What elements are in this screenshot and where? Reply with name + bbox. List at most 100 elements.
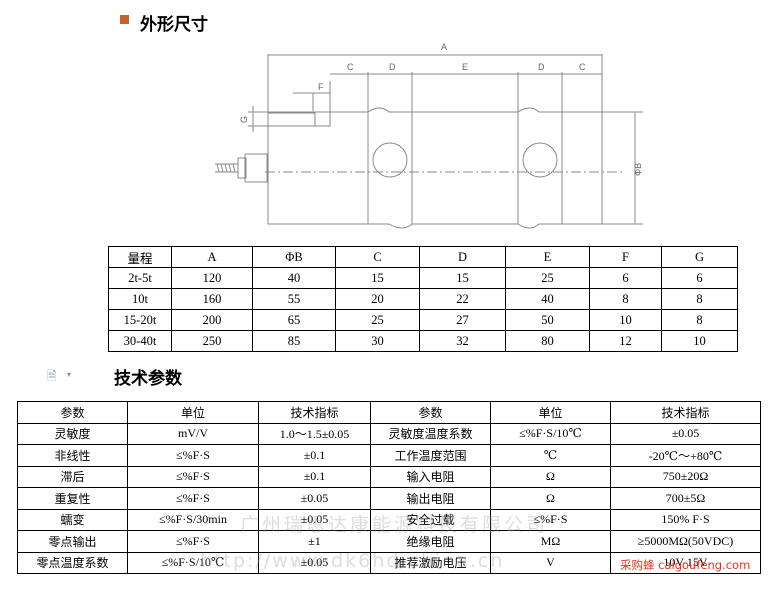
table-cell: 6 xyxy=(589,267,662,289)
table-cell: ±1 xyxy=(258,530,371,553)
dim-label-C-right: C xyxy=(579,62,586,72)
table-cell: 30-40t xyxy=(108,330,172,352)
table-header-cell: E xyxy=(505,246,590,268)
table-cell: ≤%F·S xyxy=(127,444,259,467)
watermark-brand: 采购蜂 caigoufeng.com xyxy=(620,558,751,572)
section-title-specs: 技术参数 xyxy=(114,369,182,389)
table-cell: mV/V xyxy=(127,422,259,445)
table-header-cell: 单位 xyxy=(127,401,259,424)
table-cell: ≤%F·S xyxy=(127,465,259,488)
table-cell: Ω xyxy=(490,487,611,510)
table-header-cell: 技术指标 xyxy=(610,401,761,424)
table-header-cell: 参数 xyxy=(17,401,128,424)
dim-label-D-right: D xyxy=(538,62,545,72)
table-cell: ±0.1 xyxy=(258,465,371,488)
table-cell: 滞后 xyxy=(17,465,128,488)
table-cell: 推荐激励电压 xyxy=(370,551,491,574)
chevron-down-icon[interactable]: ▾ xyxy=(67,370,72,379)
table-header-cell: D xyxy=(419,246,506,268)
table-row: 非线性 ≤%F·S ±0.1 工作温度范围 ℃ -20℃～+80℃ xyxy=(17,444,761,467)
table-header-cell: C xyxy=(335,246,420,268)
table-header-cell: A xyxy=(171,246,253,268)
table-cell: 15 xyxy=(335,267,420,289)
table-cell: 27 xyxy=(419,309,506,331)
table-cell: ≥5000MΩ(50VDC) xyxy=(610,530,761,553)
dim-label-F: F xyxy=(318,82,324,92)
table-cell: 10 xyxy=(589,309,662,331)
specs-table: 参数 单位 技术指标 参数 单位 技术指标 灵敏度 mV/V 1.0～1.5±0… xyxy=(17,401,761,574)
table-cell: MΩ xyxy=(490,530,611,553)
load-cell-drawing: A C D E D C F G ΦB xyxy=(215,42,643,229)
table-cell: 8 xyxy=(661,309,738,331)
table-cell: ℃ xyxy=(490,444,611,467)
table-cell: 750±20Ω xyxy=(610,465,761,488)
table-cell: 6 xyxy=(661,267,738,289)
table-cell: 85 xyxy=(252,330,336,352)
dim-label-C-left: C xyxy=(347,62,354,72)
table-cell: 30 xyxy=(335,330,420,352)
table-cell: 25 xyxy=(505,267,590,289)
table-cell: 1.0～1.5±0.05 xyxy=(258,422,371,445)
table-cell: 40 xyxy=(252,267,336,289)
table-cell: 蠕变 xyxy=(17,508,128,531)
table-cell: ±0.05 xyxy=(258,551,371,574)
table-row: 重复性 ≤%F·S ±0.05 输出电阻 Ω 700±5Ω xyxy=(17,487,761,510)
table-row: 零点输出 ≤%F·S ±1 绝缘电阻 MΩ ≥5000MΩ(50VDC) xyxy=(17,530,761,553)
table-cell: 700±5Ω xyxy=(610,487,761,510)
table-cell: 绝缘电阻 xyxy=(370,530,491,553)
table-cell: 零点输出 xyxy=(17,530,128,553)
table-cell: 65 xyxy=(252,309,336,331)
table-row: 15-20t 200 65 25 27 50 10 8 xyxy=(108,309,738,331)
table-cell: 15 xyxy=(419,267,506,289)
table-cell: 8 xyxy=(589,288,662,310)
table-cell: 55 xyxy=(252,288,336,310)
table-cell: 80 xyxy=(505,330,590,352)
table-cell: 22 xyxy=(419,288,506,310)
table-row: 蠕变 ≤%F·S/30min ±0.05 安全过载 ≤%F·S 150% F·S xyxy=(17,508,761,531)
document-icon[interactable]: 🗎 xyxy=(47,369,57,383)
table-header-cell: 单位 xyxy=(490,401,611,424)
table-cell: 50 xyxy=(505,309,590,331)
table-cell: ≤%F·S/10℃ xyxy=(127,551,259,574)
table-cell: 8 xyxy=(661,288,738,310)
dimensions-table: 量程 A ΦB C D E F G 2t-5t 120 40 15 15 25 … xyxy=(108,246,738,352)
table-cell: ±0.05 xyxy=(258,508,371,531)
dim-label-phiB: ΦB xyxy=(633,163,643,176)
table-header-cell: ΦB xyxy=(252,246,336,268)
table-header-cell: F xyxy=(589,246,662,268)
section-title-dimensions: 外形尺寸 xyxy=(140,15,208,35)
table-cell: 15-20t xyxy=(108,309,172,331)
table-cell: 输入电阻 xyxy=(370,465,491,488)
section-bullet xyxy=(120,15,129,24)
table-cell: 160 xyxy=(171,288,253,310)
dim-label-A: A xyxy=(441,42,447,52)
table-header-cell: 技术指标 xyxy=(258,401,371,424)
dim-label-D-left: D xyxy=(389,62,396,72)
table-cell: 2t-5t xyxy=(108,267,172,289)
table-cell: ≤%F·S xyxy=(127,530,259,553)
table-cell: 250 xyxy=(171,330,253,352)
table-cell: 10 xyxy=(661,330,738,352)
table-row: 30-40t 250 85 30 32 80 12 10 xyxy=(108,330,738,352)
table-row: 滞后 ≤%F·S ±0.1 输入电阻 Ω 750±20Ω xyxy=(17,465,761,488)
table-cell: 安全过载 xyxy=(370,508,491,531)
table-cell: 40 xyxy=(505,288,590,310)
table-cell: ≤%F·S xyxy=(127,487,259,510)
table-header-cell: 量程 xyxy=(108,246,172,268)
table-cell: 工作温度范围 xyxy=(370,444,491,467)
table-cell: ≤%F·S/30min xyxy=(127,508,259,531)
table-cell: 灵敏度 xyxy=(17,422,128,445)
table-row: 2t-5t 120 40 15 15 25 6 6 xyxy=(108,267,738,289)
table-cell: V xyxy=(490,551,611,574)
table-cell: 10V-15V xyxy=(610,551,761,574)
table-header-cell: 参数 xyxy=(370,401,491,424)
table-cell: ±0.05 xyxy=(258,487,371,510)
table-cell: 200 xyxy=(171,309,253,331)
table-cell: ≤%F·S/10℃ xyxy=(490,422,611,445)
table-cell: ≤%F·S xyxy=(490,508,611,531)
table-row: 灵敏度 mV/V 1.0～1.5±0.05 灵敏度温度系数 ≤%F·S/10℃ … xyxy=(17,422,761,445)
table-cell: -20℃～+80℃ xyxy=(610,444,761,467)
table-cell: ±0.1 xyxy=(258,444,371,467)
dim-label-G: G xyxy=(239,116,249,123)
table-cell: 12 xyxy=(589,330,662,352)
